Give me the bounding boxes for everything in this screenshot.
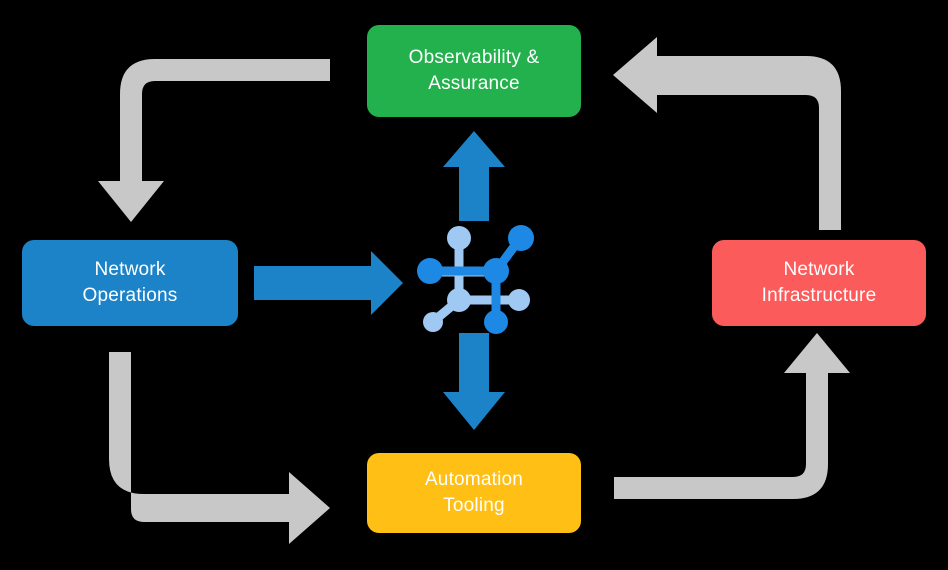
node-top-left [447, 226, 471, 250]
network-icon-light-nodes [423, 226, 530, 332]
node-label-operations: Network Operations [82, 259, 178, 306]
node-mid-left [447, 288, 471, 312]
node-left [417, 258, 443, 284]
node-box-operations[interactable]: Network Operations [22, 240, 238, 326]
node-hub [483, 258, 509, 284]
arrow-center-to-observability [443, 131, 505, 221]
node-box-infrastructure[interactable]: Network Infrastructure [712, 240, 926, 326]
arrow-infrastructure-to-observability [613, 37, 841, 230]
node-mid-right [508, 289, 530, 311]
network-icon-dark-nodes [417, 225, 534, 334]
node-label-automation: Automation Tooling [424, 469, 524, 516]
node-top-right [508, 225, 534, 251]
node-box-observability[interactable]: Observability & Assurance [367, 25, 581, 117]
node-label-observability: Observability & Assurance [408, 47, 540, 94]
arrow-operations-to-center [254, 251, 403, 315]
arrow-automation-to-infrastructure [614, 333, 850, 499]
node-bottom [484, 310, 508, 334]
node-label-infrastructure: Network Infrastructure [761, 259, 877, 306]
arrow-center-to-automation [443, 333, 505, 430]
node-box-automation[interactable]: Automation Tooling [367, 453, 581, 533]
arrow-observability-to-operations [98, 59, 330, 222]
arrow-operations-to-automation [109, 352, 330, 544]
node-bottom-left [423, 312, 443, 332]
